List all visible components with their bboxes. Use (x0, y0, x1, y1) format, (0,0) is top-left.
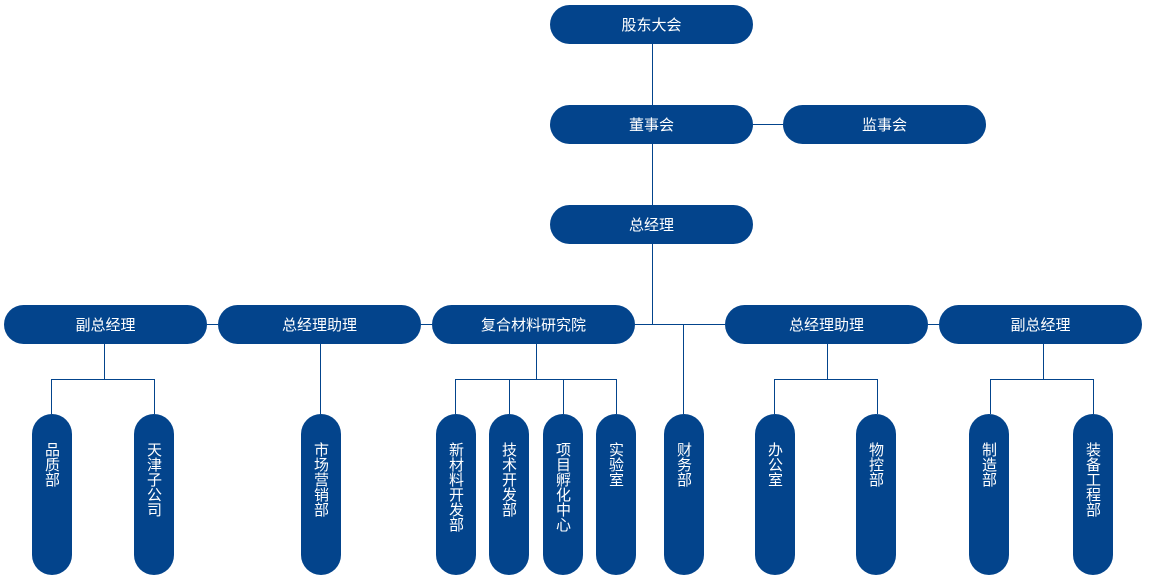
connector (154, 379, 155, 414)
node-label: 财务部 (675, 442, 693, 487)
node-label: 董事会 (628, 116, 674, 134)
node-office: 办公室 (755, 414, 795, 575)
connector (421, 324, 432, 325)
node-label: 技术开发部 (500, 442, 518, 517)
connector (877, 379, 878, 414)
connector (616, 379, 617, 414)
node-marketing-dept: 市场营销部 (301, 414, 341, 575)
connector (827, 344, 828, 379)
connector (1093, 379, 1094, 414)
node-label: 总经理助理 (788, 316, 864, 334)
node-gm-assistant-left: 总经理助理 (218, 305, 421, 344)
node-label: 总经理 (628, 216, 674, 234)
node-gm-assistant-right: 总经理助理 (725, 305, 928, 344)
node-materials-control-dept: 物控部 (856, 414, 896, 575)
connector (207, 324, 218, 325)
connector (774, 379, 878, 380)
node-label: 副总经理 (75, 316, 136, 334)
connector (928, 324, 939, 325)
connector (536, 344, 537, 379)
node-new-materials-dept: 新材料开发部 (436, 414, 476, 575)
node-general-manager: 总经理 (550, 205, 753, 244)
node-label: 制造部 (980, 442, 998, 487)
node-tianjin-subsidiary: 天津子公司 (134, 414, 174, 575)
node-label: 监事会 (861, 116, 907, 134)
node-label: 项目孵化中心 (554, 442, 572, 532)
node-label: 装备工程部 (1084, 442, 1102, 517)
node-deputy-gm-left: 副总经理 (4, 305, 207, 344)
connector (652, 244, 653, 324)
connector (51, 379, 52, 414)
node-label: 复合材料研究院 (480, 316, 586, 334)
connector (683, 324, 684, 414)
node-quality-dept: 品质部 (32, 414, 72, 575)
connector (563, 379, 564, 414)
node-label: 总经理助理 (281, 316, 357, 334)
connector (455, 379, 617, 380)
node-laboratory: 实验室 (596, 414, 636, 575)
node-incubation-center: 项目孵化中心 (543, 414, 583, 575)
node-label: 办公室 (766, 442, 784, 487)
connector (753, 124, 783, 125)
node-label: 副总经理 (1010, 316, 1071, 334)
node-label: 新材料开发部 (447, 442, 465, 532)
connector (320, 344, 321, 414)
node-label: 实验室 (607, 442, 625, 487)
connector (990, 379, 1094, 380)
node-deputy-gm-right: 副总经理 (939, 305, 1142, 344)
connector (1043, 344, 1044, 379)
node-manufacturing-dept: 制造部 (969, 414, 1009, 575)
connector (990, 379, 991, 414)
connector (635, 324, 725, 325)
node-composite-research-institute: 复合材料研究院 (432, 305, 635, 344)
node-label: 股东大会 (621, 16, 682, 34)
connector (455, 379, 456, 414)
node-supervisory-board: 监事会 (783, 105, 986, 144)
node-label: 品质部 (43, 442, 61, 487)
connector (51, 379, 155, 380)
connector (509, 379, 510, 414)
connector (104, 344, 105, 379)
node-board: 董事会 (550, 105, 753, 144)
node-shareholders-meeting: 股东大会 (550, 5, 753, 44)
node-finance-dept: 财务部 (664, 414, 704, 575)
connector (652, 44, 653, 105)
node-label: 天津子公司 (145, 442, 163, 517)
node-tech-dev-dept: 技术开发部 (489, 414, 529, 575)
connector (652, 144, 653, 205)
node-equipment-engineering-dept: 装备工程部 (1073, 414, 1113, 575)
node-label: 市场营销部 (312, 442, 330, 517)
connector (774, 379, 775, 414)
node-label: 物控部 (867, 442, 885, 487)
